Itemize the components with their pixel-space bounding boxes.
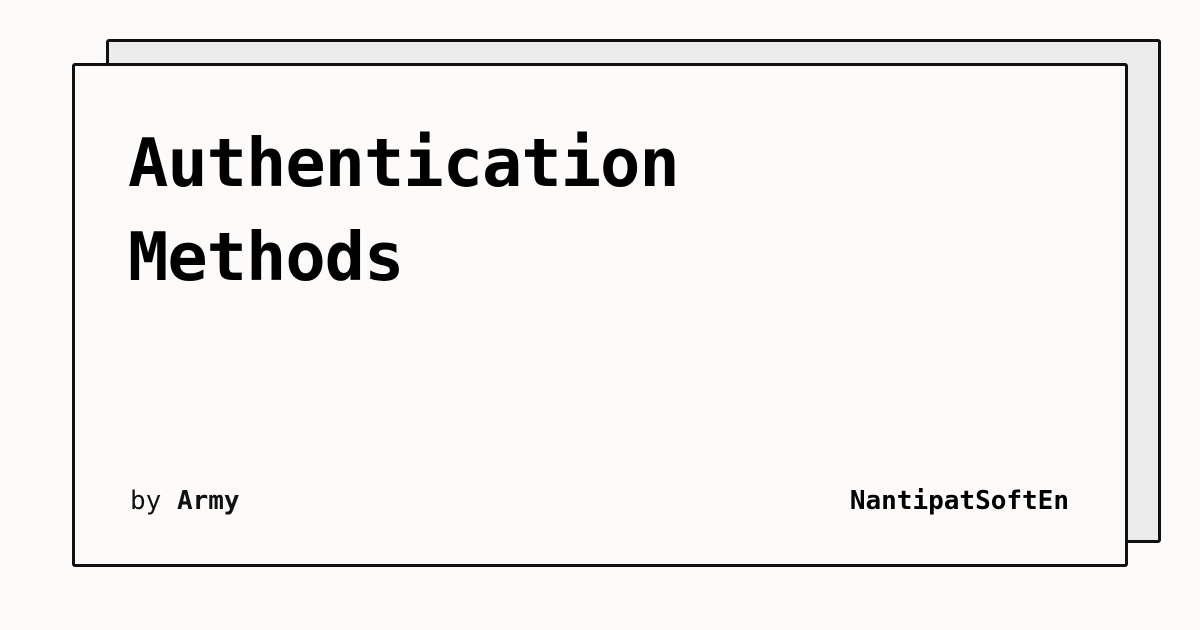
author-name: Army: [176, 486, 240, 516]
byline-prefix: by: [130, 486, 162, 516]
title-card: Authentication Methods by Army NantipatS…: [72, 63, 1128, 567]
byline: by Army: [130, 484, 240, 518]
title-line-2: Methods: [128, 218, 404, 296]
brand-name: NantipatSoftEn: [849, 486, 1069, 516]
title-line-1: Authentication: [128, 124, 680, 202]
page-title: Authentication Methods: [128, 116, 1028, 304]
